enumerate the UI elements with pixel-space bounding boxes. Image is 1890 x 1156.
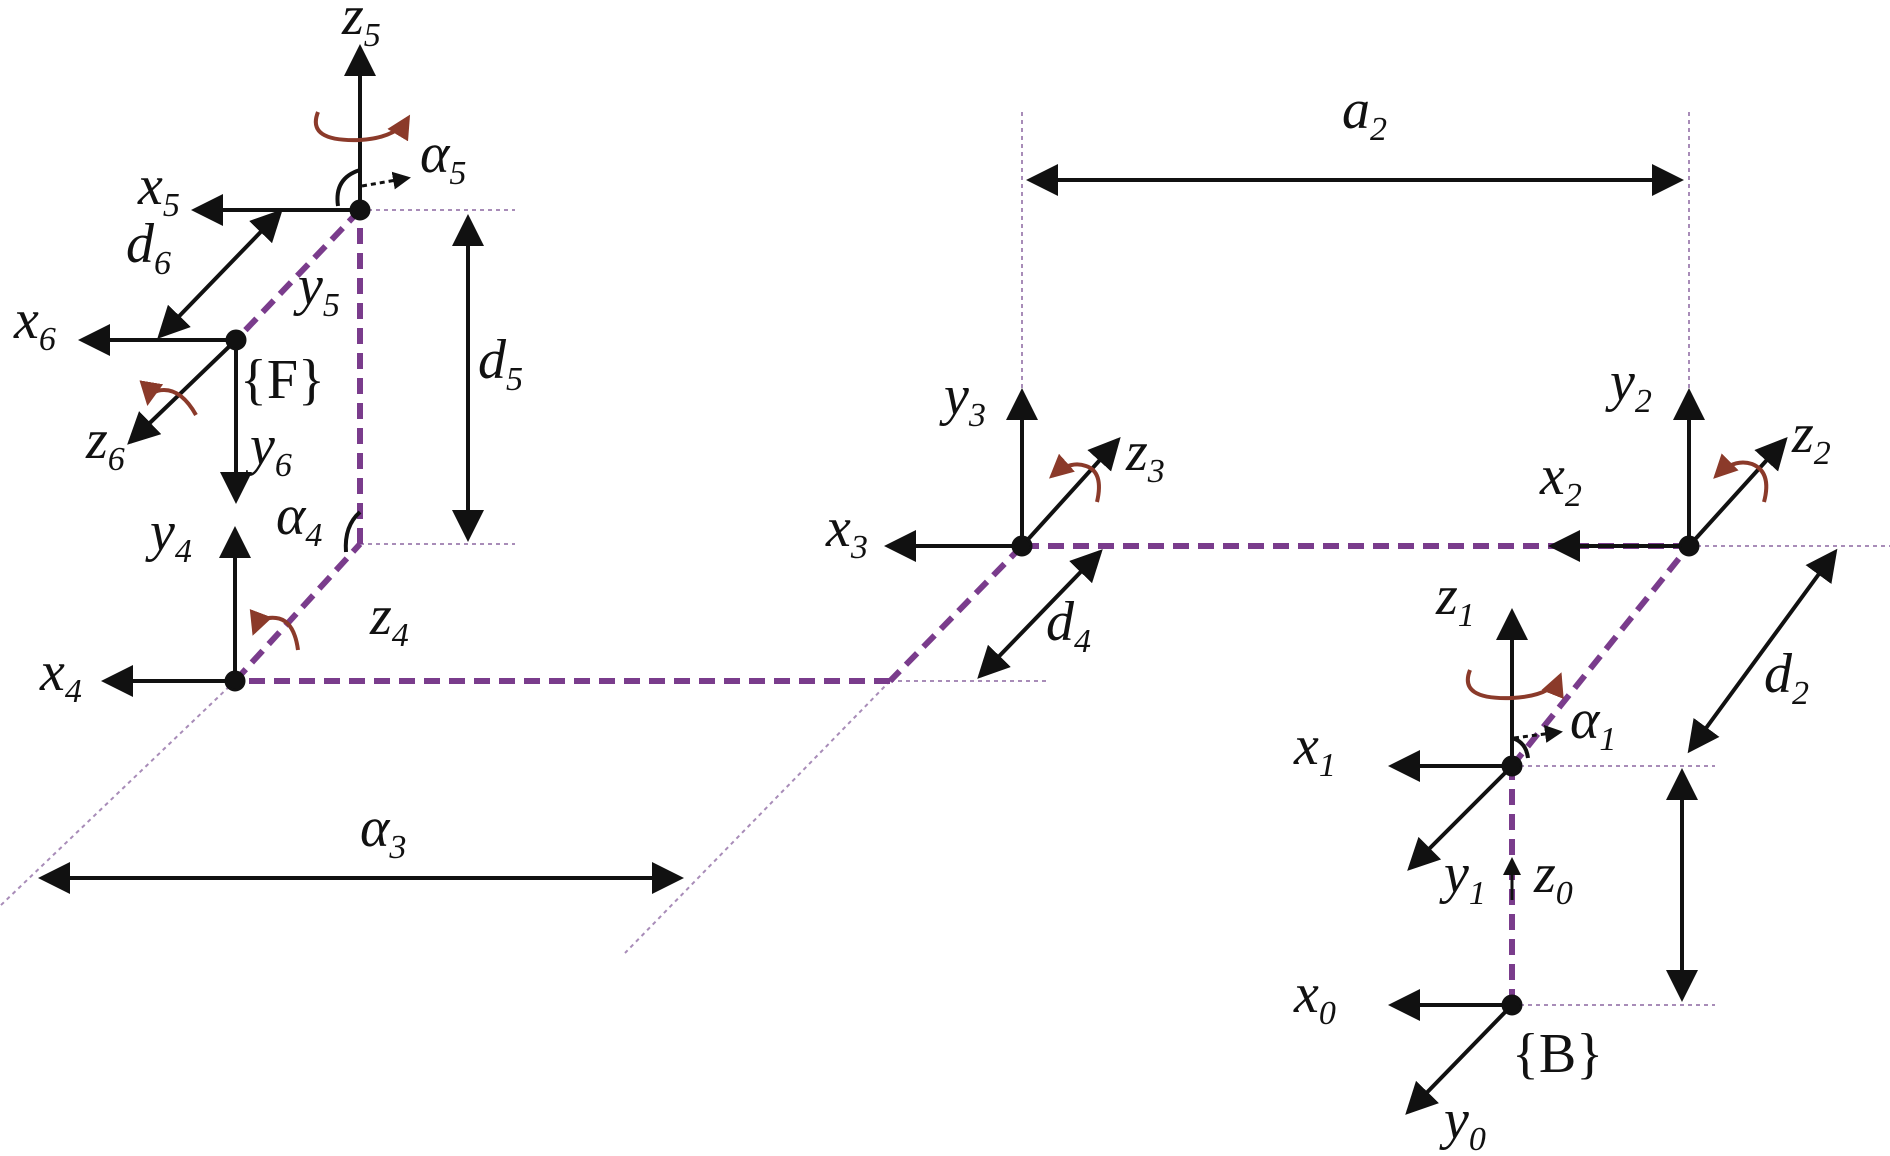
joint-base-B [1501, 994, 1523, 1016]
label-frame-B: {B} [1512, 1023, 1603, 1085]
labels: z5 x5 α5 d6 y5 x6 {F} d5 z6 y6 α4 y4 z4 … [13, 0, 1831, 1156]
joints [224, 199, 1700, 1016]
rotation-joint2 [1713, 453, 1769, 503]
label-x4: x4 [39, 641, 82, 710]
axis-z6 [127, 338, 238, 445]
link-joint5-to-tool [233, 207, 363, 343]
label-y1: y1 [1439, 843, 1486, 912]
dimensions [38, 164, 1838, 1002]
alpha4-arc [343, 510, 362, 553]
label-x0: x0 [1293, 963, 1336, 1032]
guide-lines [0, 112, 1890, 1006]
dimension-d6 [157, 209, 283, 339]
label-z4: z4 [369, 585, 409, 654]
guide-alpha3-left [0, 680, 236, 907]
alpha1-arrow [1513, 725, 1563, 743]
label-d2: d2 [1764, 643, 1809, 712]
label-alpha1: α1 [1570, 689, 1616, 758]
joint-tool-F [225, 329, 247, 351]
link-joint4-to-elbow [232, 541, 363, 684]
link-joint1-to-joint2 [1509, 544, 1692, 768]
label-frame-F: {F} [240, 349, 325, 411]
label-x3: x3 [825, 497, 868, 566]
label-d6: d6 [126, 213, 171, 282]
joint-2 [1678, 535, 1700, 557]
label-x1: x1 [1293, 715, 1336, 784]
joint-4 [224, 670, 246, 692]
alpha5-arrow [361, 171, 411, 190]
label-y4: y4 [145, 501, 192, 570]
label-d5: d5 [478, 329, 523, 398]
label-z0: z0 [1533, 843, 1573, 912]
label-y6: y6 [245, 415, 292, 484]
axis-z2 [1687, 437, 1788, 548]
label-x5: x5 [137, 155, 180, 224]
joint-5 [349, 199, 371, 221]
label-a2: a2 [1342, 79, 1387, 148]
alpha5-arc [335, 168, 361, 207]
label-x2: x2 [1539, 445, 1582, 514]
label-z2: z2 [1791, 403, 1831, 472]
label-z1: z1 [1435, 565, 1475, 634]
joint-3 [1011, 535, 1033, 557]
label-y3: y3 [939, 365, 986, 434]
axis-y1 [1407, 764, 1514, 871]
label-alpha5: α5 [420, 123, 466, 192]
label-y2: y2 [1605, 351, 1652, 420]
label-alpha4: α4 [276, 485, 322, 554]
dimension-d2 [1687, 548, 1838, 754]
rotation-joint3 [1049, 453, 1101, 503]
label-y0: y0 [1439, 1089, 1486, 1156]
rotation-joint6 [139, 380, 198, 416]
rotation-joint1 [1465, 669, 1564, 701]
axes [78, 44, 1788, 1115]
axis-z3 [1020, 437, 1121, 548]
dimension-d4 [977, 549, 1103, 679]
label-x6: x6 [13, 289, 56, 358]
label-y5: y5 [293, 255, 340, 324]
angle-arcs [335, 168, 1530, 759]
label-z3: z3 [1125, 421, 1165, 490]
guide-alpha3-right [624, 680, 891, 954]
rotation-joint4 [249, 609, 300, 651]
label-d4: d4 [1046, 591, 1091, 660]
rotation-arrows [139, 111, 1769, 701]
axis-y0 [1405, 1003, 1514, 1115]
link-joint3-offset [887, 543, 1025, 684]
joint-1 [1501, 755, 1523, 777]
twist-angle-markers [361, 171, 1563, 743]
rotation-joint5 [313, 111, 411, 143]
label-z5: z5 [341, 0, 381, 54]
label-z6: z6 [85, 409, 125, 478]
label-alpha3: α3 [360, 797, 406, 866]
alpha1-arc [1511, 736, 1530, 759]
